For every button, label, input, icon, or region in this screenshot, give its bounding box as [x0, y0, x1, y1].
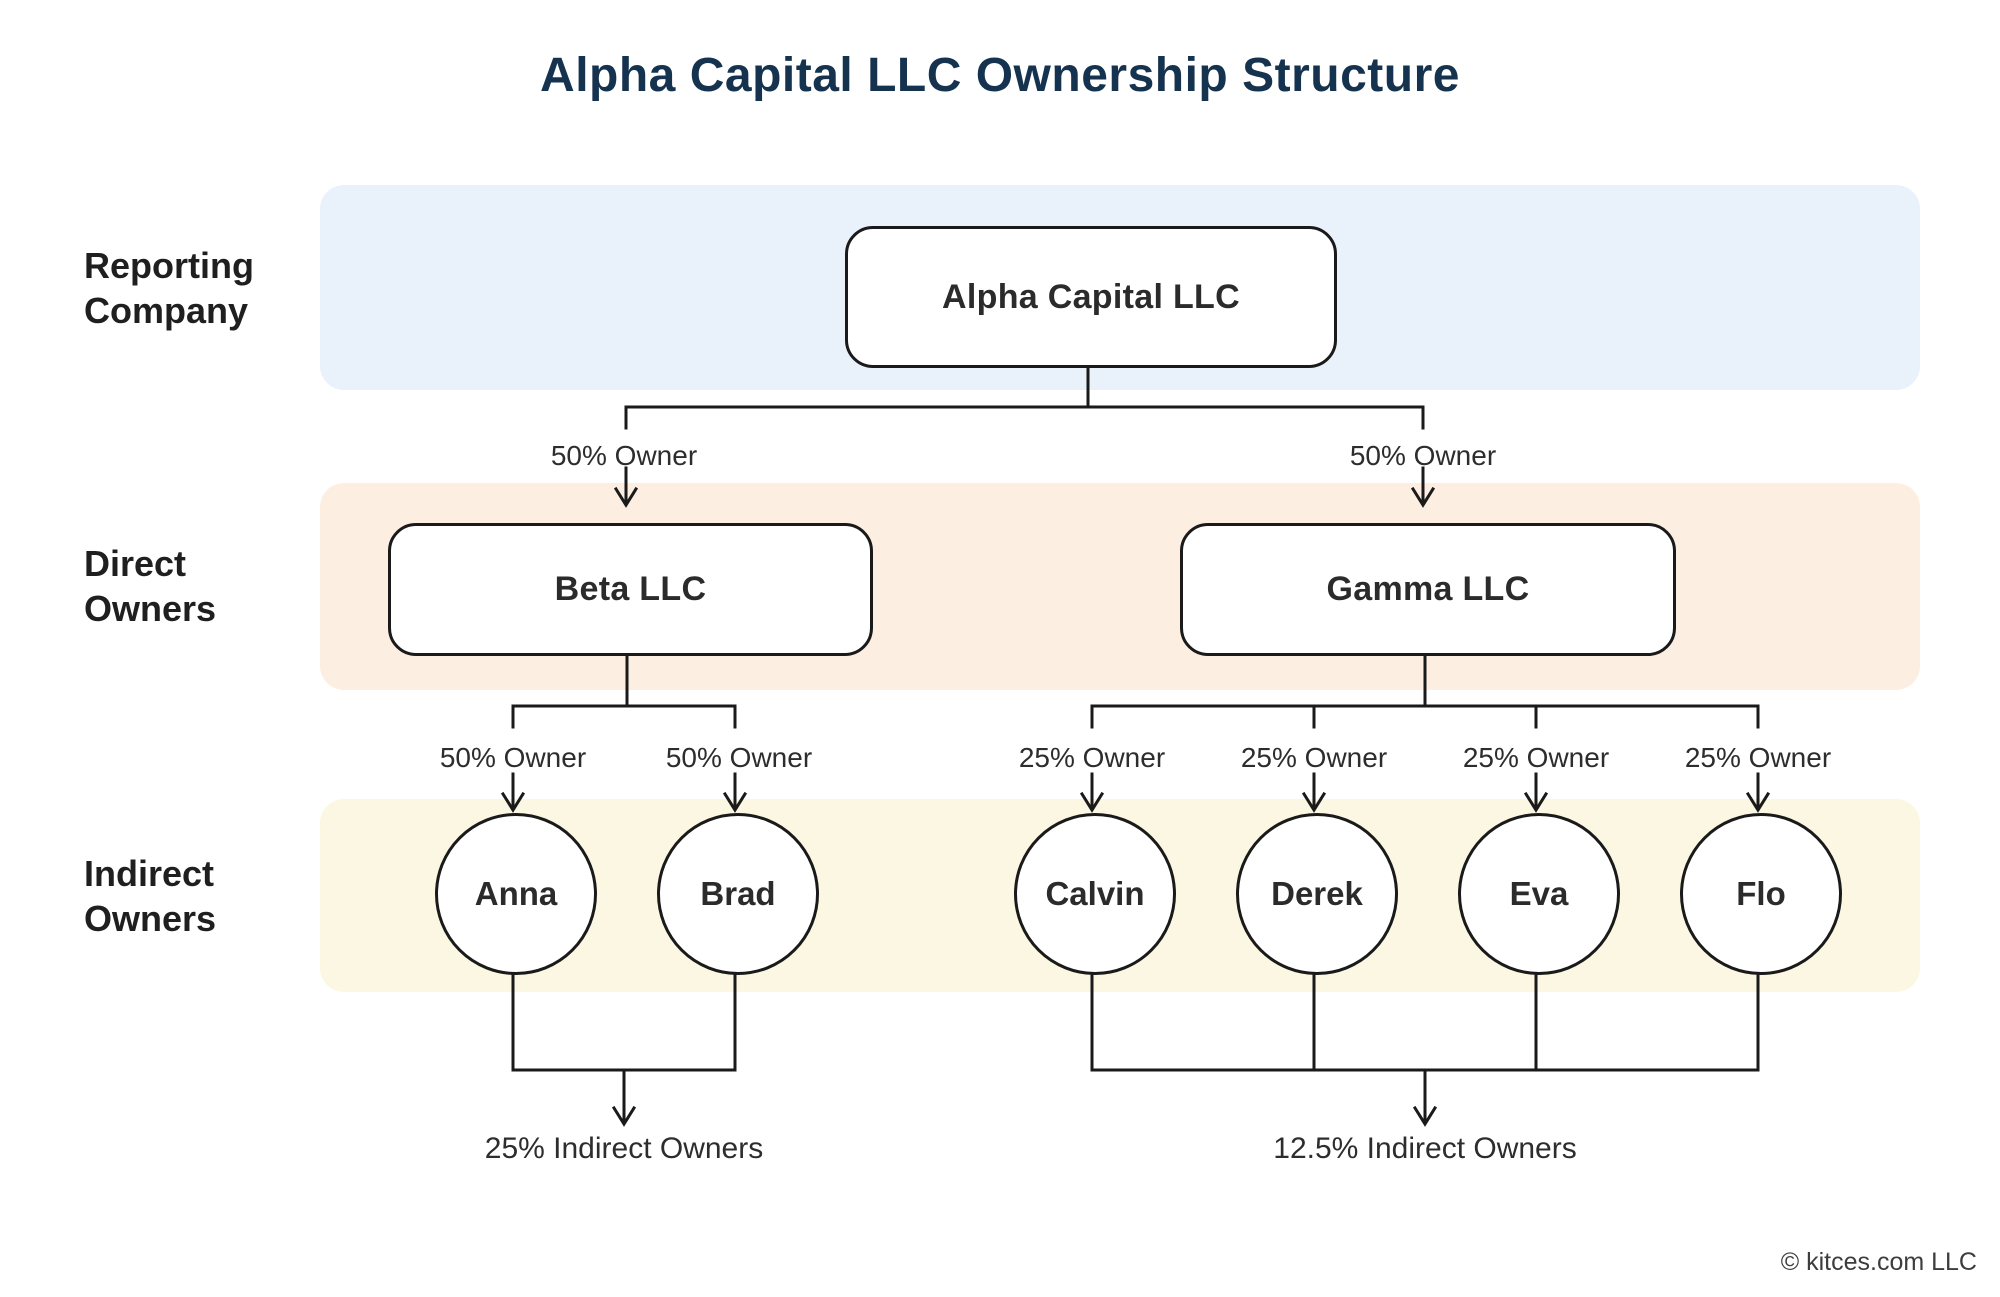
tier-label-line: Owners: [84, 898, 217, 939]
tier-label-line: Reporting: [84, 245, 254, 286]
arrow-to-beta-head: [613, 486, 639, 508]
tier-label-reporting-company: Reporting Company: [84, 243, 344, 333]
connector-level1-tee: [624, 405, 1425, 430]
ownership-label-derek: 25% Owner: [1240, 742, 1388, 773]
merge-beta-group: [511, 967, 737, 1072]
owner-circle-brad: Brad: [657, 813, 819, 975]
connector-gamma-tee: [1090, 704, 1760, 729]
entity-beta-llc: Beta LLC: [388, 523, 873, 656]
owner-circle-anna: Anna: [435, 813, 597, 975]
arrow-summary-left-head: [611, 1105, 637, 1127]
owner-circle-eva: Eva: [1458, 813, 1620, 975]
ownership-label-flo: 25% Owner: [1684, 742, 1832, 773]
arrow-to-flo-head: [1745, 791, 1771, 813]
ownership-label-beta: 50% Owner: [550, 440, 698, 471]
owner-circle-calvin: Calvin: [1014, 813, 1176, 975]
tier-label-direct-owners: Direct Owners: [84, 541, 344, 631]
copyright-notice: © kitces.com LLC: [1780, 1248, 1977, 1276]
arrow-to-anna-head: [500, 791, 526, 813]
summary-label-gamma-group: 12.5% Indirect Owners: [1273, 1132, 1577, 1165]
arrow-to-gamma-head: [1410, 486, 1436, 508]
ownership-label-calvin: 25% Owner: [1018, 742, 1166, 773]
owner-circle-derek: Derek: [1236, 813, 1398, 975]
summary-label-beta-group: 25% Indirect Owners: [484, 1132, 764, 1165]
tier-label-line: Indirect: [84, 853, 215, 894]
connector-beta-tee: [511, 704, 737, 729]
arrow-to-calvin-head: [1079, 791, 1105, 813]
owner-circle-flo: Flo: [1680, 813, 1842, 975]
tier-label-line: Owners: [84, 588, 217, 629]
arrow-to-brad-head: [722, 791, 748, 813]
entity-gamma-llc: Gamma LLC: [1180, 523, 1676, 656]
arrow-to-derek-head: [1301, 791, 1327, 813]
tier-label-indirect-owners: Indirect Owners: [84, 851, 344, 941]
ownership-label-gamma: 50% Owner: [1349, 440, 1497, 471]
merge-gamma-group: [1090, 967, 1760, 1072]
tier-label-line: Company: [84, 290, 249, 331]
page-title: Alpha Capital LLC Ownership Structure: [540, 49, 1460, 102]
arrow-summary-right-head: [1412, 1105, 1438, 1127]
ownership-label-anna: 50% Owner: [439, 742, 587, 773]
ownership-label-brad: 50% Owner: [665, 742, 813, 773]
ownership-label-eva: 25% Owner: [1462, 742, 1610, 773]
tier-label-line: Direct: [84, 543, 187, 584]
arrow-to-eva-head: [1523, 791, 1549, 813]
entity-alpha-capital-llc: Alpha Capital LLC: [845, 226, 1337, 368]
